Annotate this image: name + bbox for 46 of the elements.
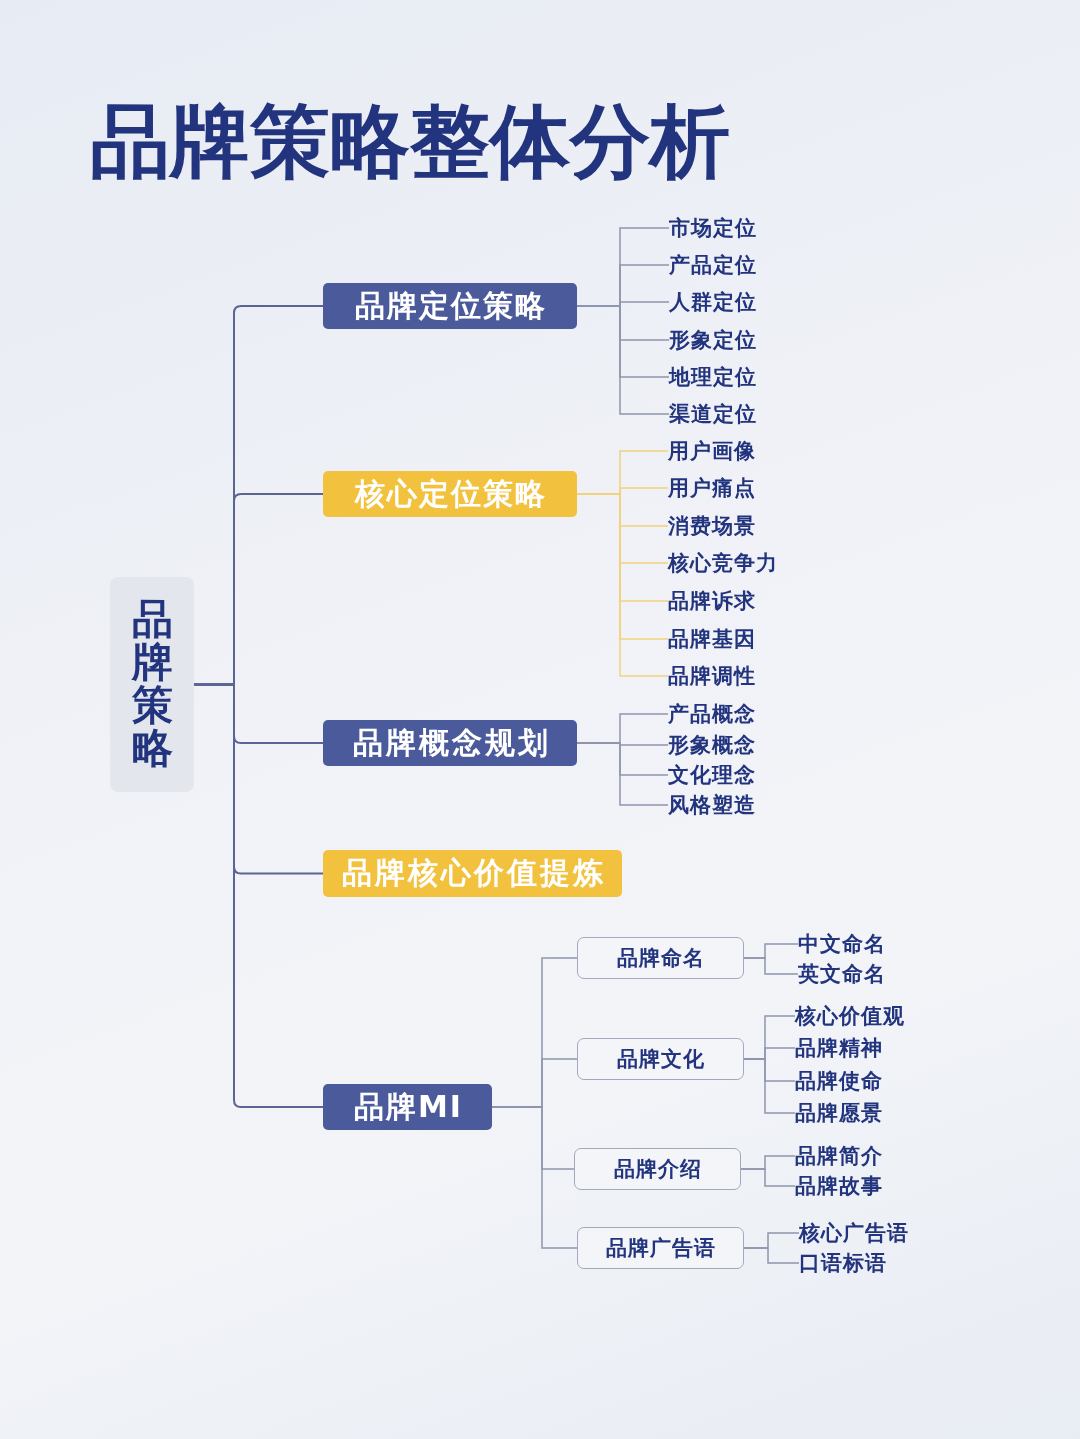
topic-label: 品牌故事 xyxy=(795,1172,883,1200)
topic-box: 品牌概念规划 xyxy=(323,720,577,766)
topic-box: 品牌核心价值提炼 xyxy=(323,850,622,897)
topic-label: 消费场景 xyxy=(668,512,756,540)
topic-label: 人群定位 xyxy=(669,288,757,316)
topic-label: 地理定位 xyxy=(669,363,757,391)
topic-label: 渠道定位 xyxy=(669,400,757,428)
topic-box: 核心定位策略 xyxy=(323,471,577,517)
connector-line xyxy=(740,1168,796,1187)
topic-label: 品牌诉求 xyxy=(668,587,756,615)
connector-line xyxy=(491,1106,578,1249)
topic-label: 英文命名 xyxy=(798,960,886,988)
subtopic-box: 品牌广告语 xyxy=(577,1227,744,1269)
connector-line xyxy=(576,305,670,415)
root-topic-box: 品牌策略 xyxy=(110,577,194,792)
topic-label: 风格塑造 xyxy=(668,791,756,819)
connector-line xyxy=(576,493,669,677)
topic-label: 口语标语 xyxy=(799,1249,887,1277)
topic-label: 品牌简介 xyxy=(795,1142,883,1170)
topic-box: 品牌定位策略 xyxy=(323,283,577,329)
topic-label: 用户画像 xyxy=(668,437,756,465)
page-title: 品牌策略整体分析 xyxy=(90,96,730,188)
topic-label: 核心广告语 xyxy=(799,1219,909,1247)
topic-label: 形象概念 xyxy=(668,731,756,759)
topic-label: 品牌基因 xyxy=(668,625,756,653)
topic-label: 品牌精神 xyxy=(795,1034,883,1062)
topic-label: 品牌使命 xyxy=(795,1067,883,1095)
topic-label: 品牌调性 xyxy=(668,662,756,690)
connector-line xyxy=(743,957,799,975)
topic-label: 产品概念 xyxy=(668,700,756,728)
connector-line xyxy=(743,1058,796,1114)
topic-label: 文化理念 xyxy=(668,761,756,789)
subtopic-box: 品牌介绍 xyxy=(574,1148,741,1190)
topic-label: 中文命名 xyxy=(798,930,886,958)
connector-line xyxy=(743,1247,800,1264)
topic-label: 核心价值观 xyxy=(795,1002,905,1030)
topic-label: 核心竞争力 xyxy=(668,549,778,577)
topic-label: 用户痛点 xyxy=(668,474,756,502)
topic-label: 产品定位 xyxy=(669,251,757,279)
topic-box: 品牌MI xyxy=(323,1084,492,1130)
topic-label: 市场定位 xyxy=(669,214,757,242)
connector-line xyxy=(576,742,669,806)
topic-label: 形象定位 xyxy=(669,326,757,354)
subtopic-box: 品牌文化 xyxy=(577,1038,744,1080)
subtopic-box: 品牌命名 xyxy=(577,937,744,979)
topic-label: 品牌愿景 xyxy=(795,1099,883,1127)
